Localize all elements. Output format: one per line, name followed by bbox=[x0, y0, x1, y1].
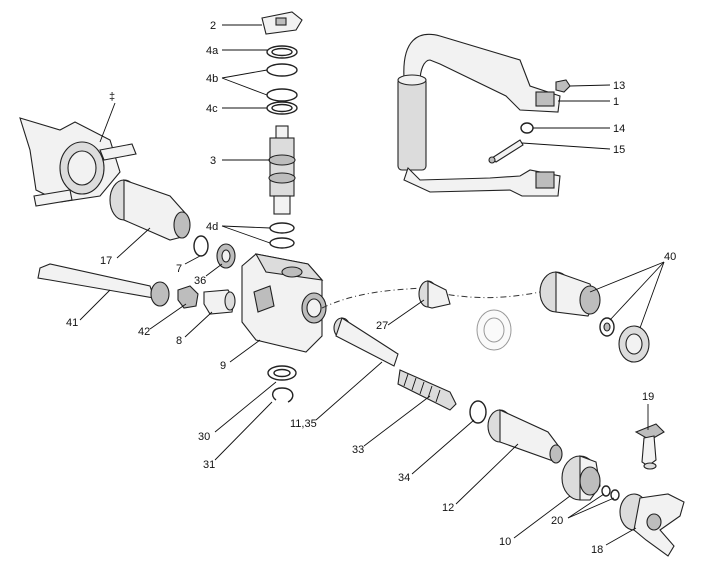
part-13-nut bbox=[555, 79, 571, 93]
part-4d-rings bbox=[269, 222, 295, 249]
callout-36: 36 bbox=[194, 275, 206, 287]
callout-14: 14 bbox=[613, 123, 625, 135]
callout-3: 3 bbox=[210, 155, 216, 167]
part-27-ghost-ring bbox=[476, 309, 512, 351]
part-7-washer bbox=[193, 235, 209, 257]
callout-15: 15 bbox=[613, 144, 625, 156]
part-36-nut bbox=[216, 243, 236, 269]
part-30-washer bbox=[267, 365, 297, 381]
part-10-cap bbox=[561, 455, 601, 501]
callout-41: 41 bbox=[66, 317, 78, 329]
part-12-cylinder bbox=[487, 409, 563, 464]
callout-12: 12 bbox=[442, 502, 454, 514]
callout-8: 8 bbox=[176, 335, 182, 347]
part-40-housing bbox=[539, 271, 601, 317]
leader-lines bbox=[79, 24, 665, 546]
callout-1: 1 bbox=[613, 96, 619, 108]
part-40-ring bbox=[618, 325, 650, 363]
callout-20: 20 bbox=[551, 515, 563, 527]
part-15-bolt bbox=[488, 139, 524, 164]
callout-11-35: 11,35 bbox=[290, 418, 317, 430]
part-14-washer bbox=[520, 122, 534, 134]
part-4b-rings bbox=[266, 63, 298, 102]
part-8-fitting bbox=[203, 289, 236, 315]
callout-2: 2 bbox=[210, 20, 216, 32]
part-4c-ring bbox=[266, 101, 298, 115]
callout-4d: 4d bbox=[206, 221, 218, 233]
part-27-adapter bbox=[418, 280, 451, 309]
callout-9: 9 bbox=[220, 360, 226, 372]
callout-31: 31 bbox=[203, 459, 215, 471]
callout-34: 34 bbox=[398, 472, 410, 484]
callout-4a: 4a bbox=[206, 45, 219, 57]
part-34-o-ring bbox=[469, 400, 487, 424]
part-31-clip bbox=[271, 387, 294, 403]
callout-13: 13 bbox=[613, 80, 625, 92]
callout-19: 19 bbox=[642, 391, 654, 403]
callout-4c: 4c bbox=[206, 103, 218, 115]
callout-labels: 2 4a 4b 4c 3 4d 13 1 14 15 ‡ 17 7 36 41 … bbox=[66, 20, 676, 556]
part-18-tip-guard bbox=[619, 493, 685, 557]
callout-27: 27 bbox=[376, 320, 388, 332]
callout-4b: 4b bbox=[206, 73, 218, 85]
part-2-plate bbox=[261, 11, 303, 35]
callout-30: 30 bbox=[198, 431, 210, 443]
callout-10: 10 bbox=[499, 536, 511, 548]
part-dagger-gun-handle bbox=[19, 117, 137, 207]
callout-7: 7 bbox=[176, 263, 182, 275]
part-40-washer bbox=[599, 317, 615, 337]
callout-42: 42 bbox=[138, 326, 150, 338]
part-33-filter bbox=[397, 369, 457, 411]
part-11-35-pin bbox=[333, 317, 399, 367]
part-1-frame bbox=[397, 33, 561, 197]
part-17-inlet-fitting bbox=[109, 179, 191, 241]
part-19-spray-tip bbox=[634, 423, 665, 470]
part-41-hose bbox=[37, 263, 170, 307]
callout-17: 17 bbox=[100, 255, 112, 267]
callout-40: 40 bbox=[664, 251, 676, 263]
part-3-valve-stem bbox=[268, 125, 296, 215]
callout-33: 33 bbox=[352, 444, 364, 456]
part-4a-ring bbox=[266, 45, 298, 59]
callout-dagger: ‡ bbox=[109, 91, 115, 103]
part-42-nut bbox=[177, 285, 199, 309]
part-20-seals bbox=[601, 485, 620, 501]
part-9-manifold-block bbox=[241, 253, 327, 353]
callout-18: 18 bbox=[591, 544, 603, 556]
